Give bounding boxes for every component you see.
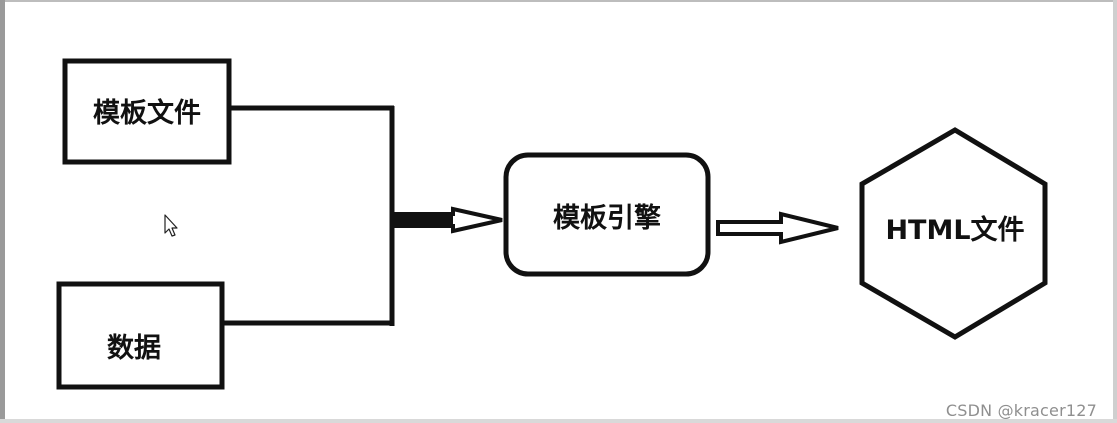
template-engine-box — [503, 152, 711, 277]
data-node: 数据 — [56, 281, 225, 390]
merge-connector — [222, 105, 395, 326]
watermark: CSDN @kracer127 — [945, 401, 1097, 420]
template-file-node: 模板文件 — [62, 58, 232, 165]
arrow-to-html-outline — [716, 211, 839, 245]
window-left-border — [0, 0, 5, 423]
arrow-to-engine-icon — [394, 206, 503, 234]
html-file-label: HTML文件 — [885, 214, 1024, 246]
arrow-to-engine-shaft — [398, 216, 453, 224]
html-file-node: HTML文件 — [859, 127, 1048, 340]
template-file-box — [62, 58, 232, 165]
template-engine-label: 模板引擎 — [553, 202, 661, 234]
window-right-border — [1113, 0, 1117, 423]
template-engine-node: 模板引擎 — [503, 152, 711, 277]
html-file-hexagon — [859, 127, 1048, 340]
data-label: 数据 — [107, 333, 161, 364]
data-box — [56, 281, 225, 390]
template-file-label: 模板文件 — [93, 97, 201, 129]
window-bottom-border — [0, 419, 1117, 423]
window-top-border — [0, 0, 1117, 2]
arrow-to-html-icon — [716, 211, 839, 245]
mouse-cursor-icon — [164, 214, 178, 237]
